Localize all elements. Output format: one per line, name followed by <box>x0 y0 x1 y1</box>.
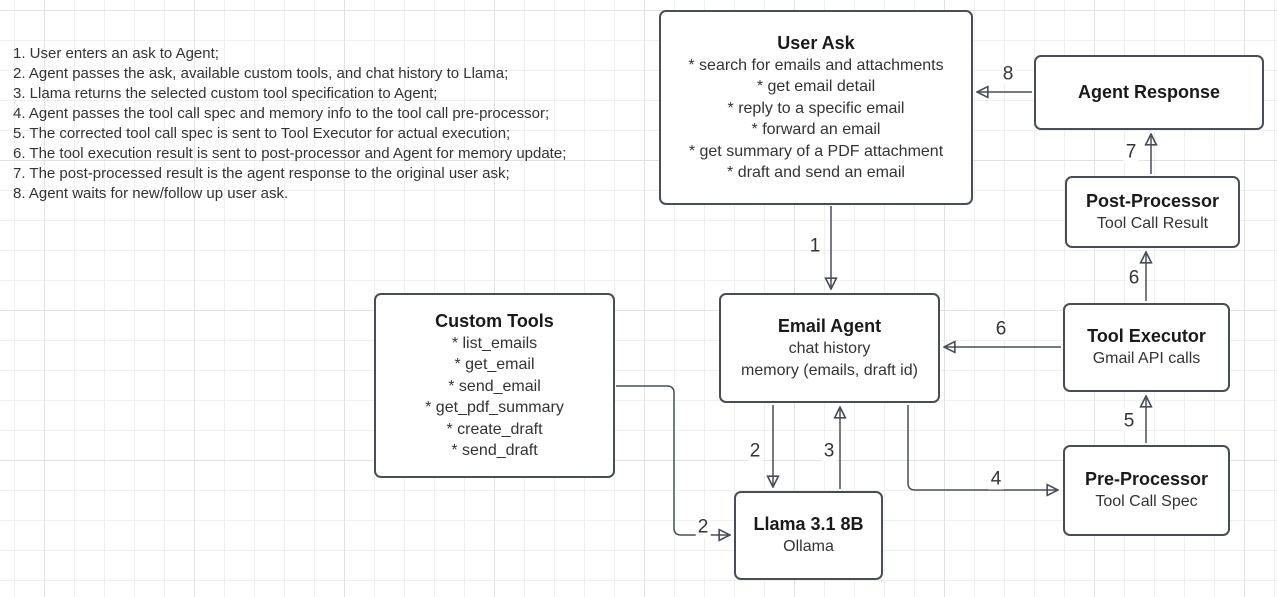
node-user-ask-item: * get summary of a PDF attachment <box>688 142 944 160</box>
edge-label-step-1: 1 <box>807 235 823 257</box>
instruction-step-1: 1. User enters an ask to Agent; <box>13 45 219 62</box>
instruction-step-6: 6. The tool execution result is sent to … <box>13 145 567 162</box>
node-llama-subtitle: Ollama <box>783 538 834 556</box>
node-user-ask-item: * search for emails and attachments <box>688 56 944 74</box>
node-custom-tools-item: * get_pdf_summary <box>425 399 564 416</box>
node-custom-tools-item: * list_emails <box>451 334 538 352</box>
node-user-ask-title: User Ask <box>777 32 855 53</box>
node-email-agent: Email Agent chat history memory (emails,… <box>719 293 940 403</box>
node-post-processor-subtitle: Tool Call Result <box>1096 214 1209 232</box>
node-tool-executor: Tool Executor Gmail API calls <box>1063 303 1230 392</box>
edge-label-step-8: 8 <box>1000 63 1016 85</box>
edge-label-step-6-post: 6 <box>1126 267 1142 289</box>
node-pre-processor-title: Pre-Processor <box>1084 469 1209 490</box>
node-custom-tools-item: * create_draft <box>446 420 543 438</box>
instruction-step-2: 2. Agent passes the ask, available custo… <box>13 65 509 82</box>
node-user-ask-item: * get email detail <box>756 78 876 95</box>
instruction-step-7: 7. The post-processed result is the agen… <box>13 165 510 182</box>
node-post-processor: Post-Processor Tool Call Result <box>1065 176 1240 248</box>
edge-label-step-5: 5 <box>1121 410 1137 432</box>
node-pre-processor-subtitle: Tool Call Spec <box>1095 493 1198 511</box>
node-user-ask: User Ask * search for emails and attachm… <box>659 10 973 205</box>
node-user-ask-item: * reply to a specific email <box>727 99 905 117</box>
instruction-step-8: 8. Agent waits for new/follow up user as… <box>13 185 289 202</box>
edge-label-step-6-agent: 6 <box>993 318 1009 340</box>
instruction-step-4: 4. Agent passes the tool call spec and m… <box>13 105 550 122</box>
node-user-ask-item: * draft and send an email <box>727 164 905 181</box>
instruction-step-3: 3. Llama returns the selected custom too… <box>13 85 438 102</box>
node-email-agent-line: chat history <box>788 340 871 357</box>
edge-label-step-2-agent: 2 <box>747 440 763 462</box>
edge-step2-custom-tools-to-llama <box>616 385 730 535</box>
edge-label-step-3: 3 <box>821 440 837 462</box>
node-pre-processor: Pre-Processor Tool Call Spec <box>1063 445 1230 536</box>
node-user-ask-item: * forward an email <box>751 121 881 138</box>
node-custom-tools-item: * send_draft <box>451 442 538 459</box>
node-llama: Llama 3.1 8B Ollama <box>734 491 883 580</box>
node-tool-executor-subtitle: Gmail API calls <box>1092 350 1201 368</box>
instructions-list: 1. User enters an ask to Agent; 2. Agent… <box>13 44 566 204</box>
node-custom-tools: Custom Tools * list_emails * get_email *… <box>374 293 615 478</box>
node-custom-tools-item: * get_email <box>454 356 535 373</box>
node-agent-response: Agent Response <box>1034 55 1264 130</box>
node-llama-title: Llama 3.1 8B <box>753 514 864 535</box>
node-post-processor-title: Post-Processor <box>1085 190 1220 211</box>
edge-label-step-7: 7 <box>1123 141 1139 163</box>
edge-label-step-2-tools: 2 <box>695 516 711 538</box>
node-tool-executor-title: Tool Executor <box>1087 326 1206 347</box>
instruction-step-5: 5. The corrected tool call spec is sent … <box>13 125 511 142</box>
node-email-agent-title: Email Agent <box>777 316 882 336</box>
edge-label-step-4: 4 <box>988 468 1004 490</box>
node-custom-tools-item: * send_email <box>448 377 541 395</box>
node-agent-response-title: Agent Response <box>1077 82 1221 102</box>
node-custom-tools-title: Custom Tools <box>435 310 554 331</box>
edge-step4-email-agent-to-pre-processor <box>907 405 1058 490</box>
node-email-agent-line: memory (emails, draft id) <box>741 361 918 379</box>
